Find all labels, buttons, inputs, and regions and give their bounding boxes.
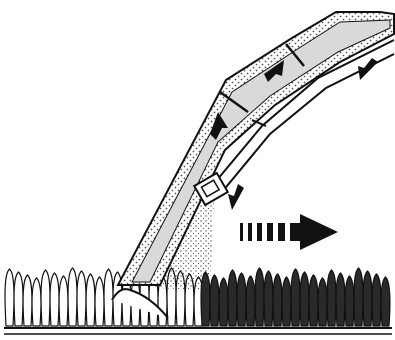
- clean-fiber-loop: [41, 270, 50, 326]
- clean-fiber-loop: [95, 277, 104, 326]
- clean-fiber-loop: [104, 269, 113, 326]
- dirty-fiber-loop: [237, 273, 246, 326]
- downward-solution-arrow: [228, 184, 244, 210]
- dirty-fiber-loop: [318, 278, 327, 326]
- dirty-fiber-loop: [264, 271, 273, 326]
- direction-of-travel-arrow: [240, 214, 338, 250]
- clean-fiber-loop: [14, 272, 23, 326]
- dirty-fiber-loop: [228, 270, 237, 326]
- dirty-fiber-loop: [219, 278, 228, 326]
- dirty-fiber-loop: [372, 274, 381, 326]
- dirty-fiber-loop: [246, 276, 255, 326]
- dirty-fiber-loop: [336, 273, 345, 326]
- dirty-fiber-loop: [327, 270, 336, 326]
- clean-fiber-loop: [50, 273, 59, 326]
- clean-fiber-loop: [5, 269, 14, 326]
- extraction-wand: [118, 12, 394, 285]
- dirty-fiber-loop: [354, 268, 363, 326]
- clean-fiber-loop: [86, 274, 95, 326]
- dirty-carpet-fibers: [201, 268, 390, 326]
- clean-fiber-loop: [68, 268, 77, 326]
- dirty-fiber-loop: [291, 269, 300, 326]
- clean-fiber-loop: [77, 271, 86, 326]
- dirty-fiber-loop: [300, 272, 309, 326]
- clean-fiber-loop: [32, 278, 41, 326]
- dirty-fiber-loop: [381, 277, 390, 326]
- dirty-fiber-loop: [363, 271, 372, 326]
- clean-fiber-loop: [23, 275, 32, 326]
- dirty-fiber-loop: [282, 277, 291, 326]
- dirty-fiber-loop: [255, 268, 264, 326]
- clean-fiber-loop: [59, 276, 68, 326]
- dirty-fiber-loop: [309, 275, 318, 326]
- dirty-fiber-loop: [345, 276, 354, 326]
- downward-solution-arrow: [358, 58, 378, 80]
- dirty-fiber-loop: [210, 275, 219, 326]
- dirty-fiber-loop: [273, 274, 282, 326]
- carpet-backing: [4, 328, 392, 334]
